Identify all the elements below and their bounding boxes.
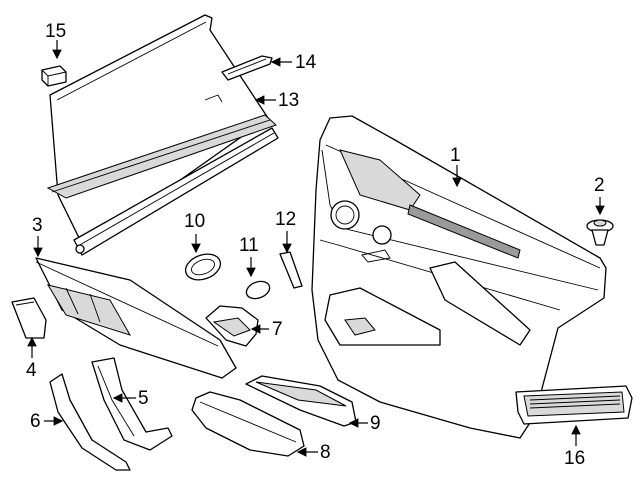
part-6-handle-cover — [49, 373, 131, 471]
callout-7: 7 — [272, 319, 283, 340]
callout-2: 2 — [594, 175, 605, 196]
part-1-door-panel — [311, 115, 607, 439]
part-10-round-grille — [184, 253, 222, 281]
callout-11: 11 — [239, 235, 259, 256]
part-15-clip — [41, 65, 67, 87]
callout-9: 9 — [370, 413, 381, 434]
callout-6: 6 — [30, 411, 41, 432]
part-7-speaker-cover — [205, 305, 259, 347]
part-5-pull-handle — [91, 357, 173, 451]
callout-1: 1 — [450, 145, 461, 166]
callout-5: 5 — [138, 388, 149, 409]
part-8-storage-pocket — [191, 391, 305, 457]
leader-lines — [27, 40, 605, 457]
callout-15: 15 — [45, 21, 67, 42]
callout-14: 14 — [295, 52, 317, 73]
callout-16: 16 — [564, 448, 586, 469]
part-3-armrest-trim — [35, 257, 237, 379]
part-13-sunshade — [46, 14, 279, 256]
part-9-reflector-strip — [245, 375, 357, 427]
part-4-cover — [11, 297, 47, 339]
part-2-push-clip — [586, 219, 614, 246]
part-12-bracket — [279, 251, 303, 289]
callout-13: 13 — [278, 90, 300, 111]
part-16-storage-tray — [515, 385, 633, 425]
callout-4: 4 — [26, 360, 37, 381]
part-11-small-grille — [245, 280, 271, 300]
callout-12: 12 — [275, 209, 297, 230]
callout-3: 3 — [32, 215, 43, 236]
callout-8: 8 — [320, 442, 331, 463]
callout-10: 10 — [184, 211, 206, 232]
